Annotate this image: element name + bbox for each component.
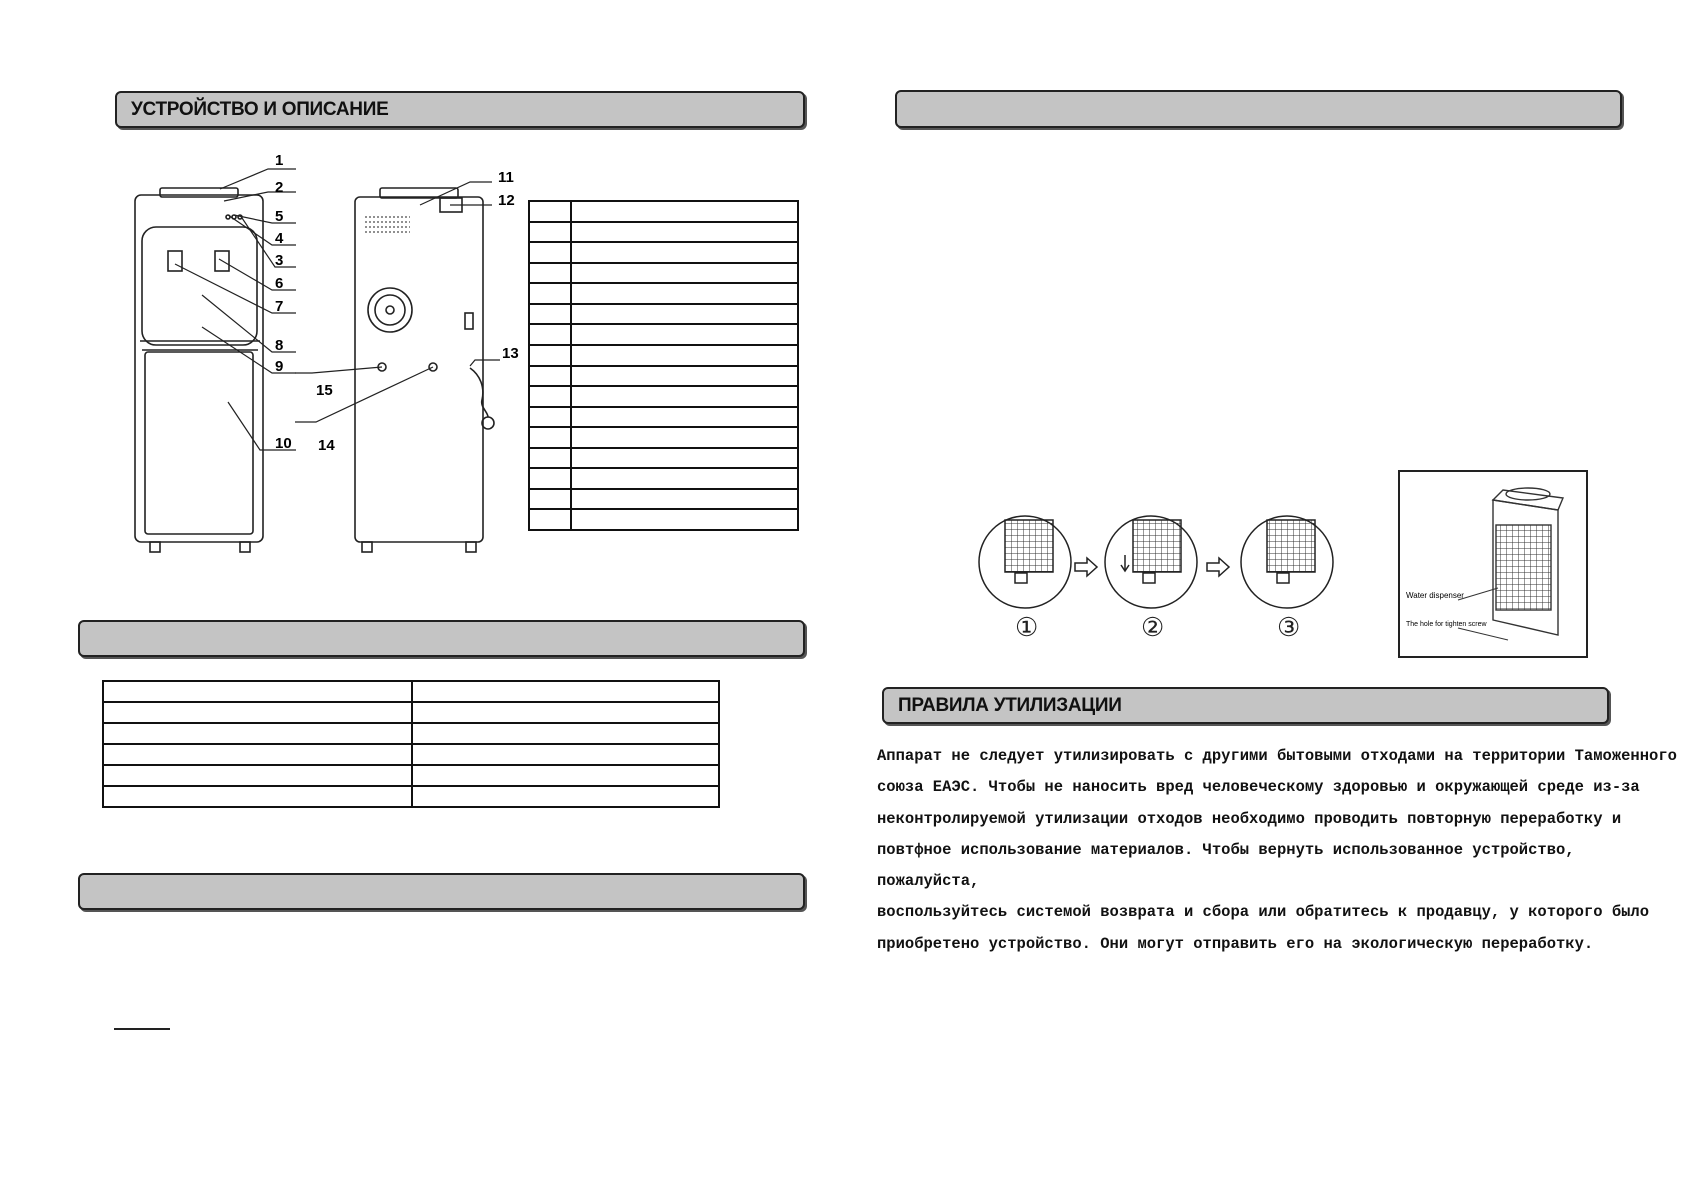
front-recess — [141, 226, 258, 346]
callout-9: 9 — [275, 358, 283, 375]
arrow-1-2 — [1074, 556, 1099, 578]
section-header-blank-3 — [78, 873, 805, 910]
step-1-circle — [978, 515, 1072, 609]
callout-1: 1 — [275, 155, 283, 169]
photo-label-hole: The hole for tighten screw — [1406, 621, 1487, 628]
front-tap-right — [214, 250, 230, 272]
callout-8: 8 — [275, 337, 283, 354]
section-header-blank-2 — [78, 620, 805, 657]
leveling-steps: ① ② ③ — [978, 515, 1334, 642]
step-2-circle — [1104, 515, 1198, 609]
callout-numbers: 1 2 5 4 3 6 7 8 9 10 11 12 13 15 14 — [275, 155, 519, 454]
step-1-label: ① — [1015, 612, 1038, 642]
arrow-2-3 — [1206, 556, 1231, 578]
step-3-label: ③ — [1277, 612, 1300, 642]
photo-label-dispenser: Water dispenser — [1406, 591, 1464, 600]
short-rule — [114, 1028, 170, 1030]
callout-7: 7 — [275, 298, 283, 315]
parts-table — [528, 200, 799, 531]
front-body — [134, 194, 264, 543]
callout-6: 6 — [275, 275, 283, 292]
disposal-text: Аппарат не следует утилизировать с други… — [877, 747, 1677, 953]
section-title-disposal: ПРАВИЛА УТИЛИЗАЦИИ — [898, 694, 1122, 716]
callout-2: 2 — [275, 179, 283, 196]
dispenser-photo: Water dispenser The hole for tighten scr… — [1398, 470, 1588, 658]
front-tap-left — [167, 250, 183, 272]
callout-14: 14 — [318, 437, 335, 454]
callout-11: 11 — [498, 169, 514, 186]
section-header-device: УСТРОЙСТВО И ОПИСАНИЕ — [115, 91, 805, 128]
callout-12: 12 — [498, 192, 515, 209]
section-header-disposal: ПРАВИЛА УТИЛИЗАЦИИ — [882, 687, 1609, 724]
front-top-cap — [159, 187, 239, 198]
callout-15: 15 — [316, 382, 333, 399]
step-2-label: ② — [1141, 612, 1164, 642]
step-3-circle — [1240, 515, 1334, 609]
back-fan — [367, 287, 413, 333]
callout-5: 5 — [275, 208, 283, 225]
back-body — [354, 196, 484, 543]
back-vents — [365, 216, 410, 233]
callout-4: 4 — [275, 230, 284, 247]
device-diagram: 1 2 5 4 3 6 7 8 9 10 11 12 13 15 14 — [134, 155, 519, 553]
spec-table — [102, 680, 720, 808]
callout-3: 3 — [275, 252, 283, 269]
front-lower-panel — [144, 351, 254, 535]
back-top-cap — [379, 187, 459, 199]
section-header-blank-right — [895, 90, 1622, 128]
callout-13: 13 — [502, 345, 519, 362]
callout-10: 10 — [275, 435, 292, 452]
section-title-device: УСТРОЙСТВО И ОПИСАНИЕ — [131, 98, 389, 120]
